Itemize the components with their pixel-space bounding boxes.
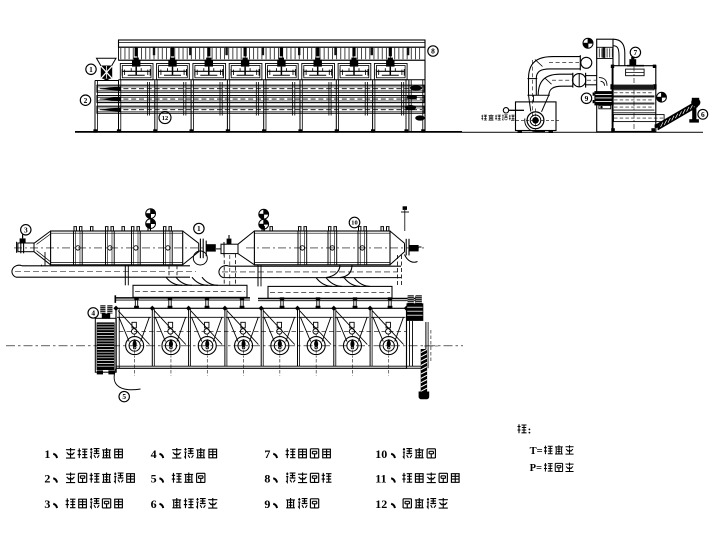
svg-text:6: 6	[701, 110, 705, 119]
svg-text:10: 10	[375, 447, 387, 461]
svg-text:12: 12	[375, 497, 387, 511]
svg-text:1: 1	[44, 447, 50, 461]
svg-text:4: 4	[91, 308, 95, 317]
svg-text:7: 7	[264, 447, 270, 461]
svg-text:8: 8	[264, 471, 270, 485]
svg-text::: :	[528, 425, 532, 437]
svg-text:7: 7	[634, 48, 638, 57]
svg-text:1: 1	[197, 224, 201, 233]
svg-text:8: 8	[431, 47, 435, 56]
svg-text:3: 3	[44, 497, 50, 511]
svg-text:P=: P=	[530, 463, 542, 474]
svg-text:2: 2	[44, 471, 50, 485]
svg-text:2: 2	[84, 96, 88, 105]
svg-text:6: 6	[151, 497, 157, 511]
svg-text:T=: T=	[530, 446, 543, 457]
svg-text:5: 5	[122, 392, 126, 401]
svg-text:12: 12	[162, 115, 168, 122]
svg-text:9: 9	[585, 94, 589, 103]
svg-text:4: 4	[151, 447, 157, 461]
svg-text:3: 3	[24, 225, 28, 234]
svg-text:10: 10	[351, 220, 357, 227]
svg-text:5: 5	[151, 471, 157, 485]
svg-text:1: 1	[89, 65, 93, 74]
svg-text:11: 11	[375, 471, 386, 485]
svg-text:9: 9	[264, 497, 270, 511]
